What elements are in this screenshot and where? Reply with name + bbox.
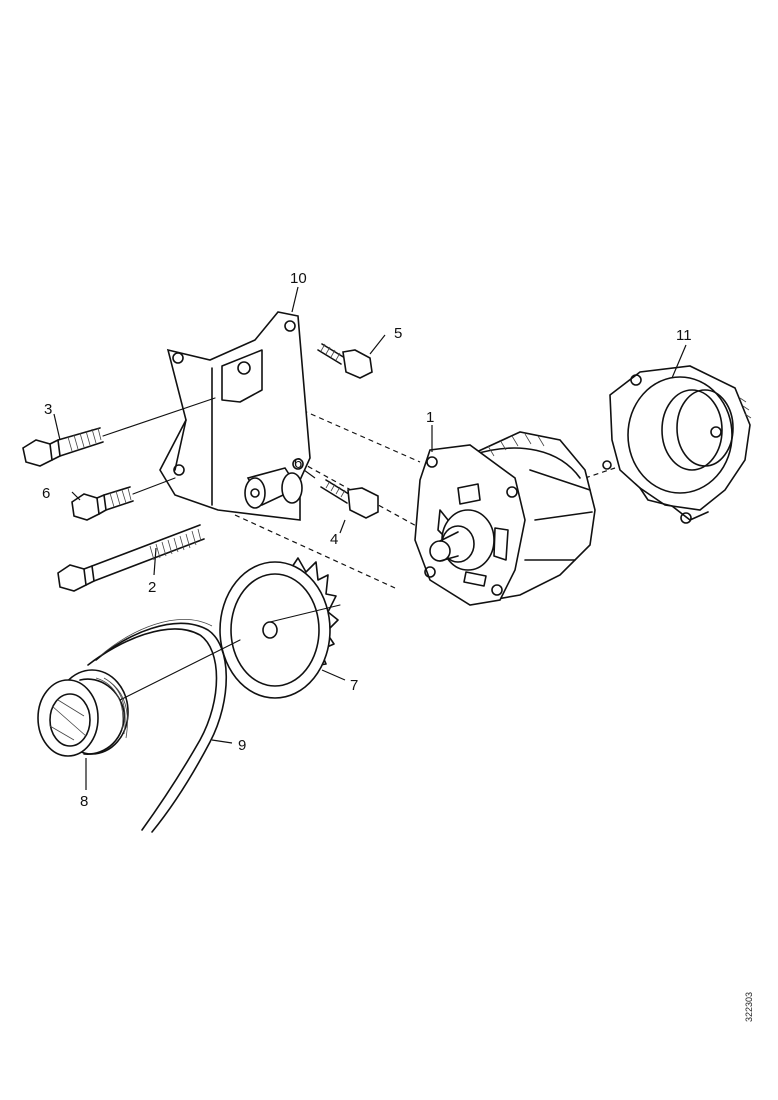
callout-8: 8 (80, 793, 88, 810)
callout-6-left: 6 (42, 485, 50, 502)
alternator-fan (219, 557, 341, 699)
callout-3: 3 (44, 401, 52, 418)
bolt-3 (22, 397, 216, 467)
bolt-4 (320, 479, 379, 519)
callout-5: 5 (394, 325, 402, 342)
protective-cap (602, 365, 752, 524)
callout-10: 10 (290, 270, 307, 287)
callout-4: 4 (330, 531, 338, 548)
callout-2: 2 (148, 579, 156, 596)
callout-9: 9 (238, 737, 246, 754)
alternator (414, 431, 596, 606)
drawing-reference-code: 322303 (744, 991, 754, 1022)
drive-belt (87, 619, 228, 833)
bolt-2-long (57, 524, 205, 592)
callout-6-right: 6 (294, 455, 302, 472)
bolt-6-left (71, 477, 176, 521)
bolt-5 (317, 343, 373, 379)
callout-11: 11 (676, 327, 692, 344)
callout-7: 7 (350, 677, 358, 694)
pulley (37, 639, 241, 757)
mounting-bracket (159, 311, 311, 521)
callout-leaders (53, 286, 687, 790)
callout-1: 1 (426, 409, 434, 426)
